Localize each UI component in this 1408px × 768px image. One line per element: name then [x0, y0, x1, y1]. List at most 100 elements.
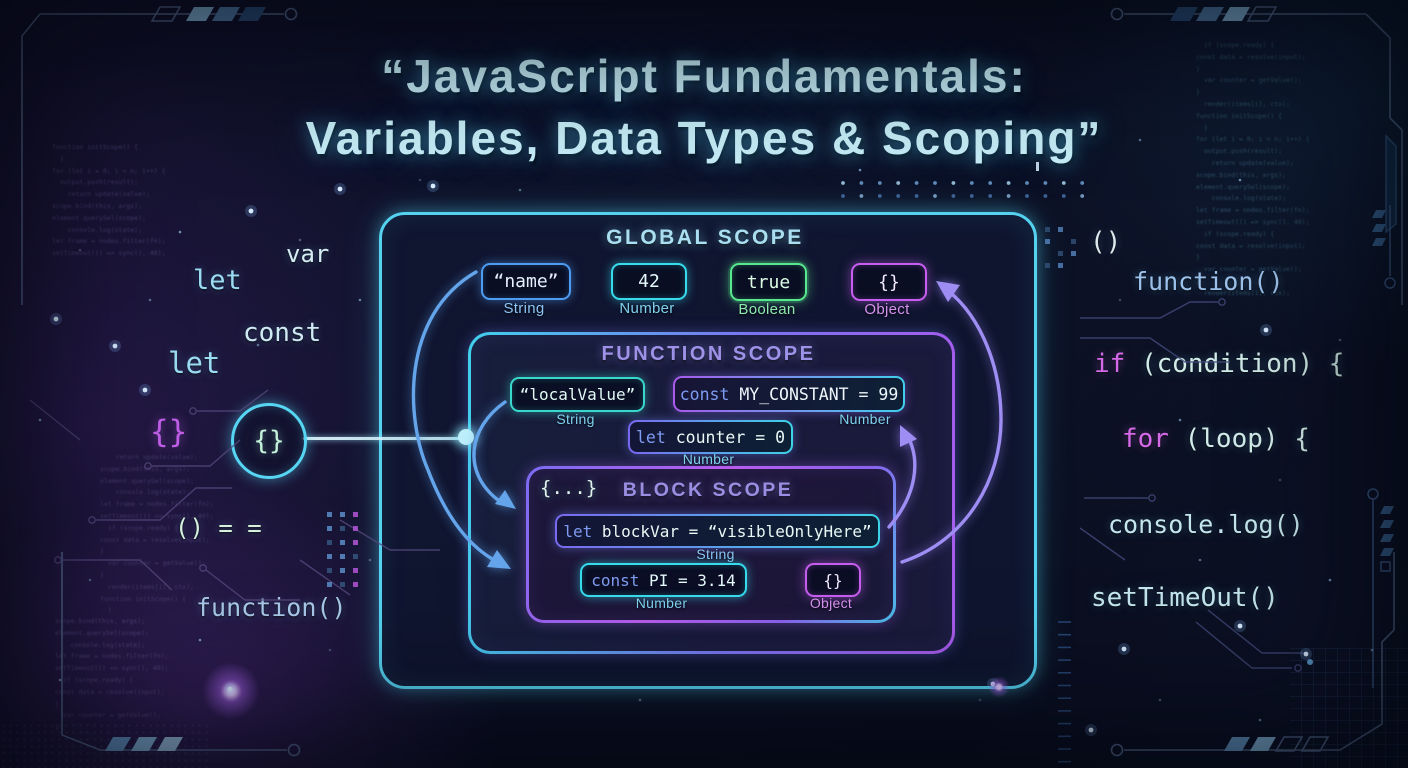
label-number-counter: Number: [682, 451, 735, 467]
star: [245, 205, 257, 217]
keyword-const: const: [679, 384, 730, 404]
connector-line: [303, 437, 463, 440]
star: [1085, 724, 1097, 736]
pixel: [1058, 251, 1063, 256]
star: [1234, 620, 1246, 632]
star: [1006, 194, 1011, 198]
title-line-2: Variables, Data Types & Scoping”: [305, 111, 1103, 164]
annotation-var: var: [286, 240, 330, 268]
star: [1061, 181, 1066, 185]
label-number-global: Number: [619, 300, 675, 317]
label-string-blockvar: String: [696, 546, 735, 562]
star: [518, 188, 522, 192]
star: [969, 194, 974, 198]
star: [1237, 623, 1243, 629]
star: [988, 194, 993, 198]
pixel: [327, 540, 332, 545]
purple-glow-spot: [202, 662, 260, 720]
star: [914, 194, 919, 198]
function-scope-title: FUNCTION SCOPE: [601, 343, 816, 365]
star: [178, 230, 182, 234]
pixel: [353, 540, 358, 545]
label-object-global: Object: [864, 301, 910, 318]
keyword-const-block: const: [591, 570, 640, 590]
block-scope-badge: {...}: [540, 477, 598, 499]
pixel: [1045, 239, 1050, 244]
star: [50, 313, 62, 325]
star: [896, 194, 901, 198]
star: [112, 343, 118, 349]
star: [88, 578, 92, 582]
pixel: [353, 512, 358, 517]
star: [1025, 194, 1029, 198]
pixel: [340, 512, 345, 517]
token-my-constant: const MY_CONSTANT = 99: [673, 376, 905, 412]
token-counter: let counter = 0: [628, 420, 793, 454]
label-number-my-constant: Number: [839, 411, 891, 427]
pixel: [340, 582, 345, 587]
star: [1118, 643, 1130, 655]
faint-code-lines: scope.bind(this, args); element.querySel…: [55, 617, 169, 732]
pixel: [1071, 251, 1076, 256]
star: [933, 181, 937, 185]
pixel: [327, 512, 332, 517]
label-string-global: String: [503, 300, 545, 317]
token-true-boolean: true: [730, 263, 807, 301]
pixel: [327, 554, 332, 559]
token-blockvar: let blockVar = “visibleOnlyHere”: [555, 514, 880, 548]
star: [1263, 327, 1269, 333]
token-pi: const PI = 3.14: [580, 563, 747, 597]
star: [337, 186, 343, 192]
star: [427, 180, 439, 192]
purple-braces-icon: {}: [150, 414, 188, 450]
star: [877, 181, 882, 185]
pixel: [327, 526, 332, 531]
star: [1080, 194, 1085, 198]
star: [1198, 558, 1202, 562]
star: [139, 384, 151, 396]
label-boolean-global: Boolean: [738, 301, 796, 318]
annotation-parens-equals: () = =: [175, 514, 262, 542]
pixel: [340, 526, 345, 531]
star: [198, 638, 202, 642]
token-my-constant-rest: MY_CONSTANT = 99: [729, 384, 899, 404]
star: [38, 418, 42, 422]
annotation-console-log: console.log(): [1108, 510, 1304, 539]
keyword-if: if: [1094, 349, 1126, 379]
token-object-block-value: {}: [823, 570, 843, 590]
annotation-for-rest: (loop) {: [1168, 424, 1310, 454]
token-name-value: “name”: [493, 271, 559, 292]
token-true-value: true: [746, 271, 791, 293]
pixel: [353, 568, 358, 573]
star: [1260, 324, 1272, 336]
token-42-value: 42: [638, 271, 660, 292]
pixel: [340, 568, 345, 573]
keyword-let-block: let: [563, 521, 593, 541]
braces-icon: {}: [253, 426, 285, 456]
star: [951, 194, 956, 198]
star: [969, 181, 974, 185]
annotation-const: const: [243, 318, 322, 348]
star: [1178, 418, 1182, 422]
pixel: [1045, 263, 1050, 268]
star: [1006, 181, 1011, 185]
annotation-parens-right: (): [1090, 227, 1122, 257]
star: [109, 340, 121, 352]
star: [1118, 298, 1122, 302]
star: [1088, 727, 1094, 733]
star: [142, 387, 148, 393]
pixel: [1071, 239, 1076, 244]
token-object-global: {}: [851, 263, 927, 301]
pixel: [327, 582, 332, 587]
star: [978, 698, 982, 702]
star: [328, 648, 332, 652]
label-number-pi: Number: [635, 595, 688, 611]
pixel: [1045, 227, 1050, 232]
token-name-string: “name”: [481, 263, 571, 300]
star: [368, 558, 372, 562]
annotation-function-right: function(): [1133, 267, 1284, 296]
annotation-if-condition: if (condition) {: [1094, 349, 1344, 379]
annotation-if-rest: (condition) {: [1125, 349, 1345, 379]
star: [53, 316, 59, 322]
annotation-let-1: let: [193, 265, 242, 296]
